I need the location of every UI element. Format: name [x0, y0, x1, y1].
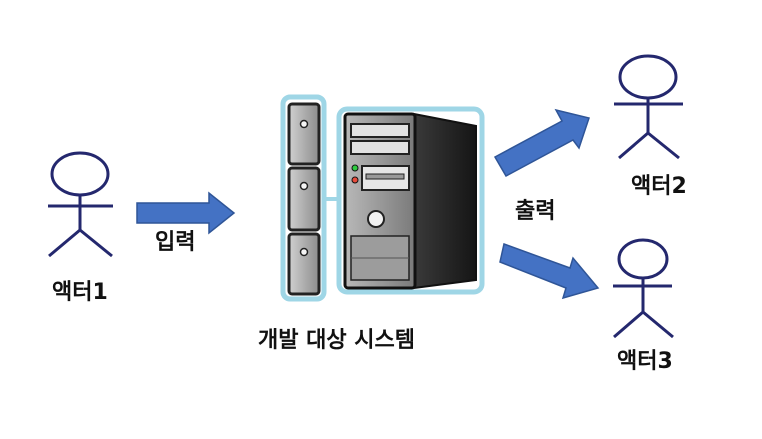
- actor1-right-leg: [79, 228, 113, 258]
- drive-bay-3: [287, 232, 321, 296]
- actor1-head: [50, 151, 110, 197]
- actor3-right-leg: [642, 310, 674, 339]
- actor2-figure: [614, 54, 683, 160]
- system-label: 개발 대상 시스템: [258, 328, 415, 353]
- output-arrow-upper: [493, 108, 590, 178]
- actor2-right-leg: [647, 131, 680, 160]
- actor1-left-leg: [48, 228, 81, 258]
- actor3-head: [617, 238, 669, 280]
- actor3-label: 액터3: [617, 349, 673, 374]
- input-label: 입력: [155, 230, 196, 255]
- actor1-label: 액터1: [52, 280, 108, 305]
- storage-rack-icon: [280, 94, 327, 302]
- drive-bay-2: [287, 166, 321, 232]
- actor2-left-leg: [618, 131, 649, 160]
- input-arrow: [136, 191, 236, 235]
- output-arrow-lower: [499, 243, 600, 300]
- actor2-label: 액터2: [631, 174, 687, 199]
- actor1-figure: [48, 151, 113, 258]
- actor2-head: [618, 54, 678, 100]
- actor3-figure: [613, 238, 674, 339]
- actor3-left-leg: [613, 310, 644, 339]
- drive-bay-1: [287, 102, 321, 166]
- output-label: 출력: [515, 199, 556, 224]
- server-tower-icon: [336, 106, 485, 295]
